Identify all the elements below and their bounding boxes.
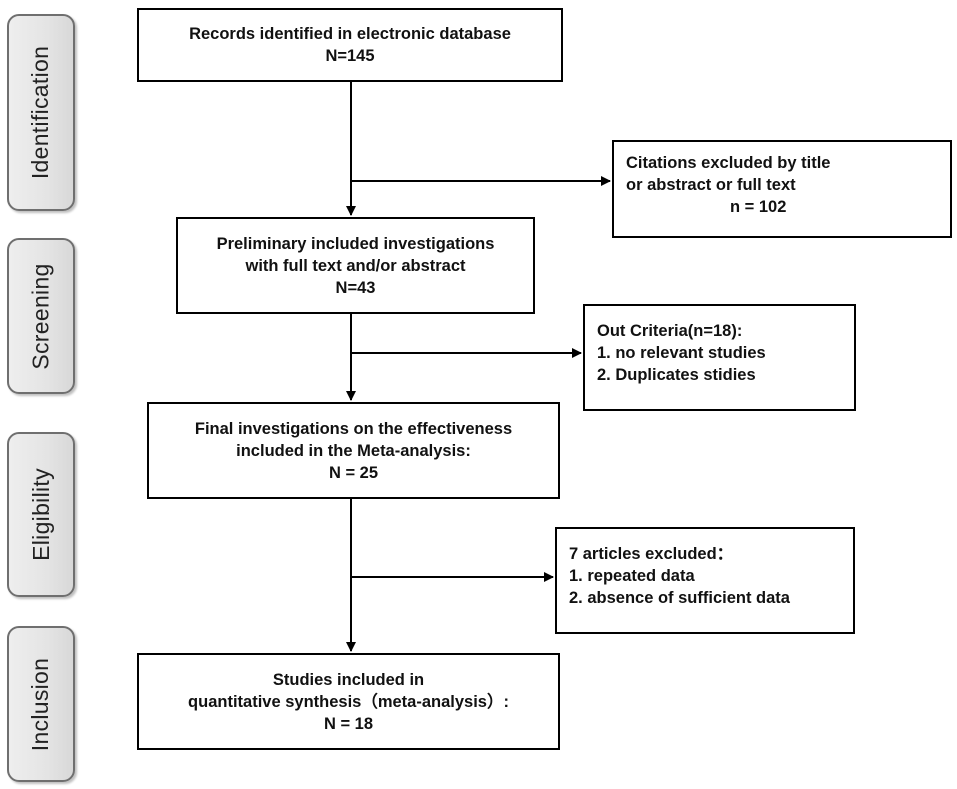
studies-included-count: N = 18 bbox=[323, 714, 374, 733]
citations-excluded-box: Citations excluded by title or abstract … bbox=[612, 140, 952, 238]
phase-eligibility-tab: Eligibility bbox=[7, 432, 75, 597]
preliminary-included-count: N=43 bbox=[335, 278, 376, 297]
records-identified-box: Records identified in electronic databas… bbox=[137, 8, 563, 82]
citations-excluded-count: n = 102 bbox=[730, 198, 787, 216]
articles-excluded-item-2: 2. absence of sufficient data bbox=[569, 589, 790, 607]
articles-excluded-box: 7 articles excluded： 1. repeated data 2.… bbox=[555, 527, 855, 634]
out-criteria-box: Out Criteria(n=18): 1. no relevant studi… bbox=[583, 304, 856, 411]
out-criteria-title: Out Criteria(n=18): bbox=[597, 322, 743, 340]
phase-inclusion-tab: Inclusion bbox=[7, 626, 75, 782]
phase-screening-tab: Screening bbox=[7, 238, 75, 394]
final-investigations-box: Final investigations on the effectivenes… bbox=[147, 402, 560, 499]
articles-excluded-item-1: 1. repeated data bbox=[569, 567, 695, 585]
final-investigations-label-2: included in the Meta-analysis: bbox=[236, 441, 471, 460]
preliminary-included-label-2: with full text and/or abstract bbox=[245, 256, 466, 275]
citations-excluded-label-1: Citations excluded by title bbox=[626, 154, 831, 172]
out-criteria-item-2: 2. Duplicates stidies bbox=[597, 366, 756, 384]
articles-excluded-title: 7 articles excluded： bbox=[569, 545, 734, 563]
studies-included-label-2: quantitative synthesis（meta-analysis）: bbox=[188, 692, 509, 711]
records-identified-label: Records identified in electronic databas… bbox=[189, 25, 511, 43]
final-investigations-count: N = 25 bbox=[328, 463, 379, 482]
out-criteria-item-1: 1. no relevant studies bbox=[597, 344, 766, 362]
studies-included-box: Studies included in quantitative synthes… bbox=[137, 653, 560, 750]
preliminary-included-label-1: Preliminary included investigations bbox=[216, 234, 495, 253]
phase-identification-tab: Identification bbox=[7, 14, 75, 211]
studies-included-label-1: Studies included in bbox=[272, 670, 425, 689]
citations-excluded-label-2: or abstract or full text bbox=[626, 176, 796, 194]
preliminary-included-box: Preliminary included investigations with… bbox=[176, 217, 535, 314]
records-identified-count: N=145 bbox=[325, 47, 375, 65]
final-investigations-label-1: Final investigations on the effectivenes… bbox=[194, 419, 513, 438]
